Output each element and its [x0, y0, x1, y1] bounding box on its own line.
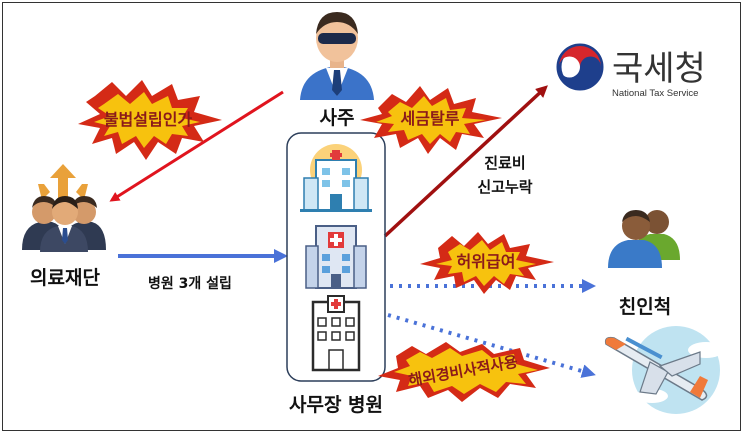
businessman-icon	[300, 12, 374, 100]
hospital-tower-icon	[305, 225, 367, 289]
fake-salary-burst	[420, 232, 554, 294]
nts-subtitle: National Tax Service	[612, 88, 698, 99]
hospital-to-nts-arrow	[383, 85, 548, 238]
relatives-label: 친인척	[619, 296, 671, 318]
hospitals-label: 사무장 병원	[289, 394, 383, 416]
unreported-line-2: 신고누락	[477, 178, 532, 196]
nts-logo-icon	[556, 43, 604, 91]
tax-evasion-label: 세금탈루	[401, 109, 460, 128]
unreported-line-1: 진료비	[484, 154, 525, 172]
foundation-group-icon	[22, 164, 106, 252]
foundation-label: 의료재단	[30, 267, 100, 289]
hospital-outline-icon	[311, 295, 361, 372]
establish-label: 병원 3개 설립	[148, 275, 232, 292]
owner-label: 사주	[320, 107, 355, 129]
diagram-frame	[2, 2, 741, 431]
airplane-icon	[604, 326, 724, 414]
relatives-icon	[608, 210, 680, 268]
overseas-expense-burst	[378, 342, 550, 402]
hospitals-box	[286, 132, 386, 382]
fake-salary-label: 허위급여	[457, 252, 516, 271]
illegal-permit-burst	[78, 80, 222, 160]
hospital-building-icon	[300, 144, 372, 212]
nts-name: 국세청	[612, 49, 706, 89]
tax-evasion-burst	[360, 86, 502, 154]
owner-to-foundation-arrow	[109, 90, 284, 202]
illegal-permit-label: 불법설립인가	[104, 110, 193, 129]
